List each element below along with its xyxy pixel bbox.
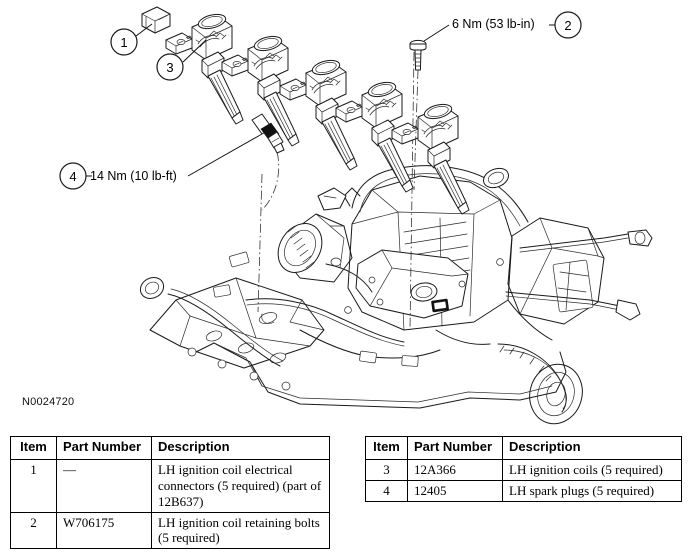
torque-label-coil-bolt: 6 Nm (53 lb-in)	[452, 17, 535, 31]
throttle-body	[355, 249, 469, 319]
header-description: Description	[502, 436, 682, 460]
cell-item: 2	[10, 511, 57, 550]
header-part-number: Part Number	[56, 436, 152, 460]
svg-text:3: 3	[166, 60, 173, 75]
ignition-coil-electrical-connector	[141, 6, 171, 34]
torque-label-spark-plug: 14 Nm (10 lb-ft)	[90, 169, 177, 183]
coil-retaining-bolt	[409, 39, 427, 191]
table-row: 1 — LH ignition coil electrical connecto…	[10, 459, 330, 513]
table-row: 2 W706175 LH ignition coil retaining bol…	[10, 511, 330, 550]
callout-3: 3	[156, 53, 184, 81]
right-cylinder-head	[507, 217, 605, 325]
parts-table-left: Item Part Number Description 1 — LH igni…	[10, 436, 330, 550]
table-header-row: Item Part Number Description	[10, 436, 330, 460]
spark-plug	[251, 113, 285, 211]
table-row: 3 12A366 LH ignition coils (5 required)	[365, 459, 682, 481]
alternator	[277, 213, 353, 283]
callout-4: 4	[59, 162, 92, 190]
header-part-number: Part Number	[407, 436, 503, 460]
cell-part-number: W706175	[56, 511, 152, 550]
cell-description: LH ignition coils (5 required)	[502, 459, 682, 481]
cell-part-number: —	[56, 459, 152, 513]
drawing-number: N0024720	[22, 396, 75, 408]
cell-description: LH ignition coil electrical connectors (…	[151, 459, 330, 513]
leader-lines	[135, 23, 450, 177]
accessory-belt-pulley	[497, 343, 583, 425]
callout-bubbles: 1 3 2 4	[59, 11, 582, 190]
engine-illustration: .ln { fill:none; stroke:#1a1a1a; stroke-…	[59, 6, 653, 425]
cell-description: LH ignition coil retaining bolts (5 requ…	[151, 511, 330, 550]
svg-text:1: 1	[120, 35, 127, 50]
cell-item: 3	[365, 459, 408, 481]
cell-description: LH spark plugs (5 required)	[502, 480, 682, 502]
table-row: 4 12405 LH spark plugs (5 required)	[365, 480, 682, 502]
parts-table-right: Item Part Number Description 3 12A366 LH…	[365, 436, 682, 502]
svg-text:2: 2	[564, 18, 571, 33]
cell-item: 1	[10, 459, 57, 513]
callout-2: 2	[549, 11, 582, 39]
header-description: Description	[151, 436, 330, 460]
cell-part-number: 12405	[407, 480, 503, 502]
header-item: Item	[10, 436, 57, 460]
header-item: Item	[365, 436, 408, 460]
cell-item: 4	[365, 480, 408, 502]
table-header-row: Item Part Number Description	[365, 436, 682, 460]
svg-text:4: 4	[69, 169, 76, 184]
callout-1: 1	[110, 28, 138, 56]
cell-part-number: 12A366	[407, 459, 503, 481]
engine-assembly-artwork	[139, 51, 653, 425]
